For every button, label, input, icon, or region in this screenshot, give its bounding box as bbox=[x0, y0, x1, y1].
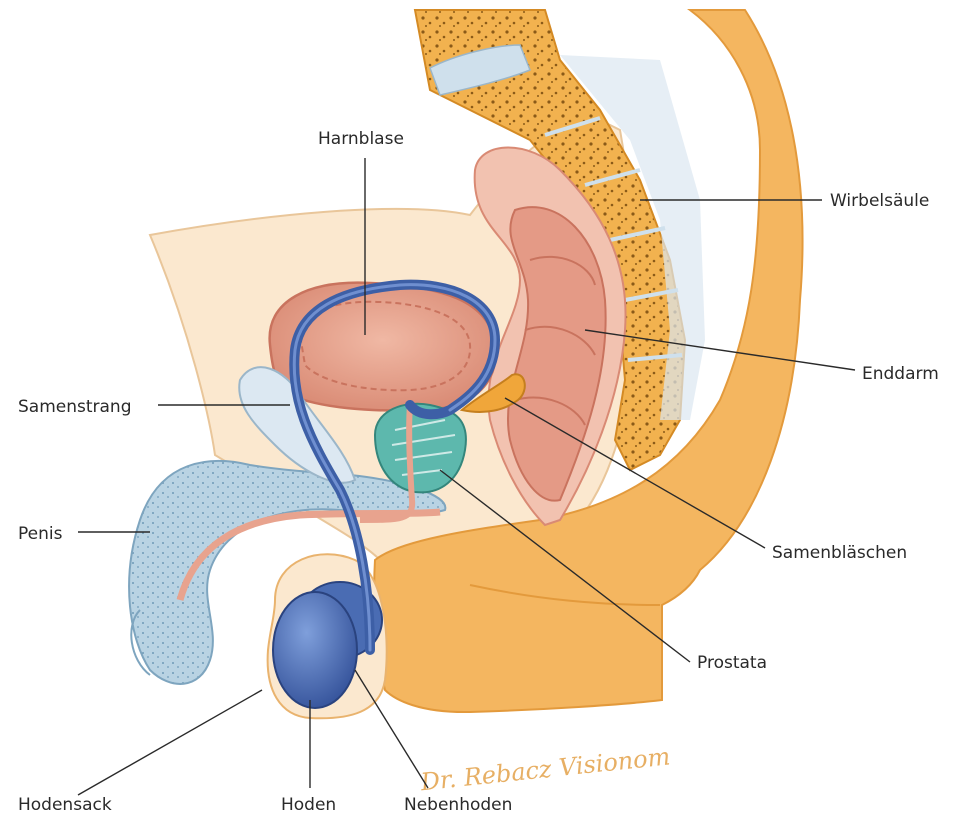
label-samenblaeschen: Samenbläschen bbox=[772, 543, 907, 563]
artist-signature: Dr. Rebacz Visionom bbox=[418, 742, 671, 796]
label-hoden: Hoden bbox=[281, 795, 336, 815]
label-nebenhoden: Nebenhoden bbox=[404, 795, 512, 815]
label-prostata: Prostata bbox=[697, 653, 767, 673]
label-enddarm: Enddarm bbox=[862, 364, 939, 384]
label-harnblase: Harnblase bbox=[318, 129, 404, 149]
urinary-bladder bbox=[270, 283, 496, 411]
label-penis: Penis bbox=[18, 524, 63, 544]
label-samenstrang: Samenstrang bbox=[18, 397, 132, 417]
testis bbox=[273, 592, 357, 708]
label-hodensack: Hodensack bbox=[18, 795, 112, 815]
label-wirbelsaeule: Wirbelsäule bbox=[830, 191, 929, 211]
